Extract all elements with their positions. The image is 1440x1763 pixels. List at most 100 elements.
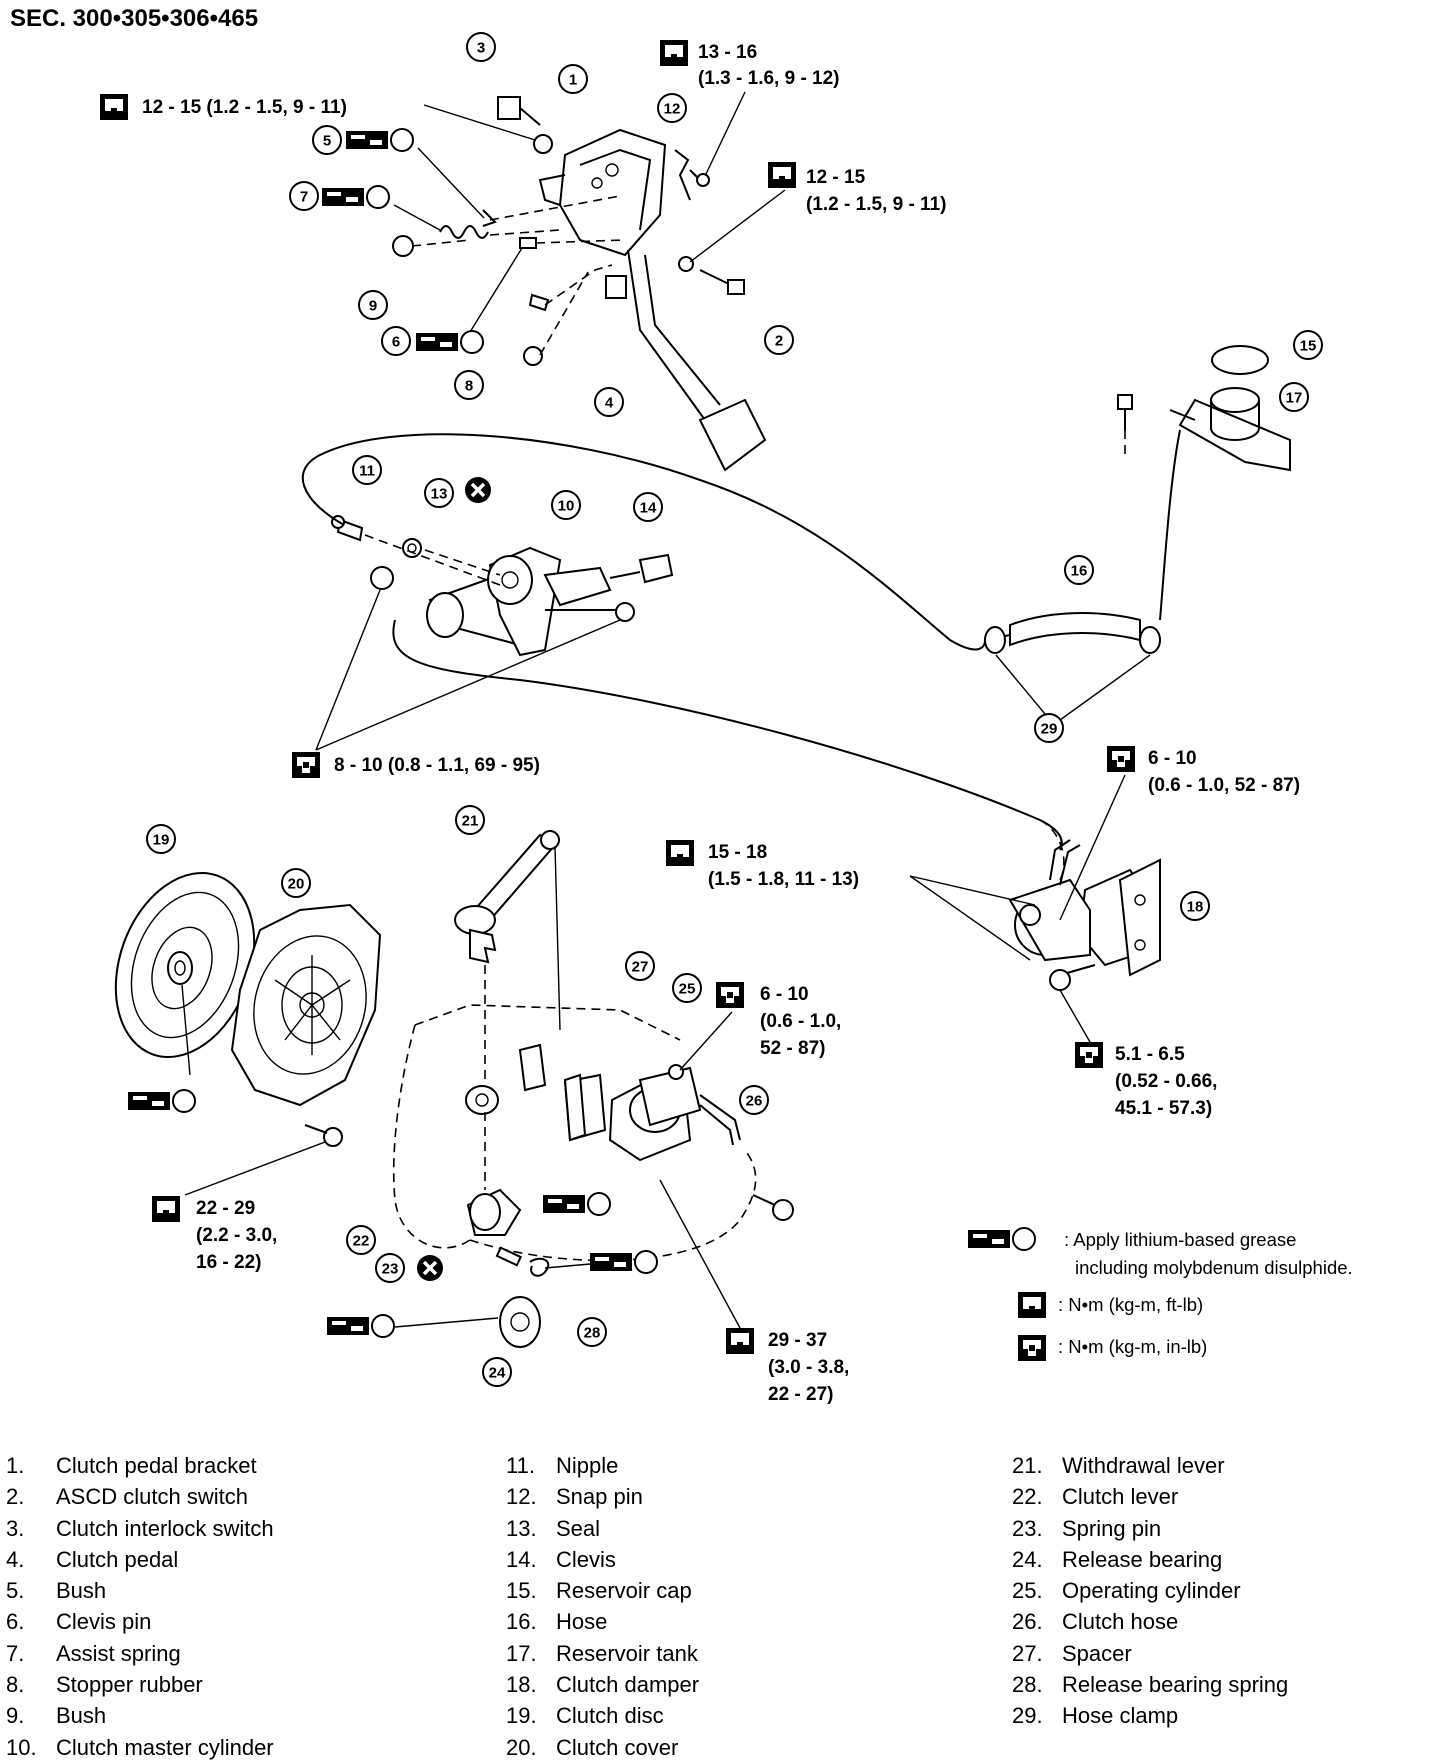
svg-text:24: 24 xyxy=(489,1365,506,1382)
part-number: 15. xyxy=(506,1578,537,1604)
callout-29: 29 xyxy=(1034,713,1064,743)
svg-text:13: 13 xyxy=(431,486,448,503)
svg-text:8 - 10 (0.8 - 1.1, 69 - 95): 8 - 10 (0.8 - 1.1, 69 - 95) xyxy=(334,755,540,776)
svg-text:18: 18 xyxy=(1187,899,1204,916)
part-number: 8. xyxy=(6,1672,25,1698)
svg-text:12 - 15: 12 - 15 xyxy=(806,167,866,188)
grease-marker-24 xyxy=(326,1314,395,1338)
callout-22: 22 xyxy=(346,1225,376,1255)
torque-spec-3: 12 - 15 (1.2 - 1.5, 9 - 11) xyxy=(689,162,946,263)
part-name: Bush xyxy=(56,1703,107,1729)
part-name: Operating cylinder xyxy=(1062,1578,1241,1604)
part-name: Snap pin xyxy=(556,1484,643,1510)
svg-text:9: 9 xyxy=(369,298,377,315)
part-name: Clutch master cylinder xyxy=(56,1734,274,1760)
svg-text:(1.3 - 1.6, 9 - 12): (1.3 - 1.6, 9 - 12) xyxy=(698,68,840,89)
part-name: Spring pin xyxy=(1062,1515,1162,1541)
svg-text:10: 10 xyxy=(558,498,575,515)
legend-grease-text-1: : Apply lithium-based grease xyxy=(1064,1229,1296,1250)
part-name: Stopper rubber xyxy=(56,1672,203,1698)
svg-text:(2.2 - 3.0,: (2.2 - 3.0, xyxy=(196,1225,277,1246)
svg-text:28: 28 xyxy=(584,1325,601,1342)
grease-legend-icon xyxy=(967,1227,1036,1251)
pedal-assembly xyxy=(392,96,767,472)
parts-list-item: 9.Bush xyxy=(0,1700,274,1731)
part-number: 11. xyxy=(506,1453,535,1478)
part-name: Spacer xyxy=(1062,1640,1132,1666)
parts-list-item: 20.Clutch cover xyxy=(506,1732,699,1763)
parts-list-item: 28.Release bearing spring xyxy=(1012,1669,1288,1700)
svg-text:(1.2 - 1.5, 9 - 11): (1.2 - 1.5, 9 - 11) xyxy=(806,194,946,215)
callout-12: 12 xyxy=(657,93,687,123)
grease-marker-7 xyxy=(321,185,390,209)
svg-text:(3.0 - 3.8,: (3.0 - 3.8, xyxy=(768,1357,849,1378)
part-name: Bush xyxy=(56,1578,107,1604)
torque-inlb-icon xyxy=(1018,1335,1046,1361)
part-number: 25. xyxy=(1012,1578,1043,1604)
callout-14: 14 xyxy=(633,492,663,522)
clutch-damper xyxy=(1008,839,1161,991)
part-name: Release bearing xyxy=(1062,1546,1223,1572)
svg-text:6 - 10: 6 - 10 xyxy=(760,984,809,1005)
svg-text:5: 5 xyxy=(323,133,331,150)
callout-17: 17 xyxy=(1279,382,1309,412)
part-name: Clutch cover xyxy=(556,1734,679,1760)
part-number: 14. xyxy=(506,1546,537,1572)
svg-text:7: 7 xyxy=(300,189,308,206)
clutch-disc xyxy=(114,872,256,1058)
callout-15: 15 xyxy=(1293,330,1323,360)
clutch-exploded-diagram: SEC. 300•305•306•465 xyxy=(10,5,1353,1405)
part-number: 19. xyxy=(506,1703,537,1729)
part-number: 7. xyxy=(6,1640,25,1666)
callout-4: 4 xyxy=(594,387,624,417)
svg-text:14: 14 xyxy=(640,500,657,517)
parts-list-item: 16.Hose xyxy=(506,1606,699,1637)
svg-text:45.1 - 57.3): 45.1 - 57.3) xyxy=(1115,1098,1212,1119)
part-number: 4. xyxy=(6,1546,25,1572)
part-number: 23. xyxy=(1012,1515,1043,1541)
svg-text:29: 29 xyxy=(1041,721,1058,738)
legend-kgm-text: : N•m (kg-m, ft-lb) xyxy=(1058,1294,1203,1315)
callout-18: 18 xyxy=(1180,891,1210,921)
part-name: Nipple xyxy=(556,1453,619,1478)
part-number: 6. xyxy=(6,1609,25,1635)
part-name: ASCD clutch switch xyxy=(56,1484,248,1510)
parts-list-item: 24.Release bearing xyxy=(1012,1544,1288,1575)
parts-list-item: 3.Clutch interlock switch xyxy=(0,1513,274,1544)
svg-text:5.1 - 6.5: 5.1 - 6.5 xyxy=(1115,1044,1185,1065)
torque-spec-10: 29 - 37 (3.0 - 3.8, 22 - 27) xyxy=(659,1179,849,1405)
part-number: 28. xyxy=(1012,1672,1043,1698)
operating-cylinder xyxy=(563,1064,794,1221)
torque-kgm-icon xyxy=(1018,1292,1046,1318)
callout-16: 16 xyxy=(1064,555,1094,585)
callout-11: 11 xyxy=(352,455,382,485)
legend-inlb-text: : N•m (kg-m, in-lb) xyxy=(1058,1336,1207,1357)
master-cylinder-assembly xyxy=(331,515,674,657)
legend: : Apply lithium-based grease including m… xyxy=(967,1227,1353,1361)
part-name: Reservoir cap xyxy=(556,1578,692,1604)
part-number: 10. xyxy=(6,1734,37,1760)
callout-13: 13 xyxy=(424,478,454,508)
parts-list-item: 27.Spacer xyxy=(1012,1638,1288,1669)
parts-list-item: 1.Clutch pedal bracket xyxy=(0,1450,274,1481)
parts-list-item: 4.Clutch pedal xyxy=(0,1544,274,1575)
svg-text:17: 17 xyxy=(1286,390,1303,407)
parts-list-item: 2.ASCD clutch switch xyxy=(0,1481,274,1512)
callout-19: 19 xyxy=(146,824,176,854)
svg-text:16: 16 xyxy=(1071,563,1088,580)
parts-list-item: 19.Clutch disc xyxy=(506,1700,699,1731)
svg-text:29 - 37: 29 - 37 xyxy=(768,1330,827,1351)
part-number: 21. xyxy=(1012,1453,1043,1478)
svg-text:1: 1 xyxy=(569,72,577,89)
hose-lower-run xyxy=(392,619,1063,851)
part-name: Clutch pedal bracket xyxy=(56,1453,257,1478)
parts-list-item: 13.Seal xyxy=(506,1513,699,1544)
callout-28: 28 xyxy=(577,1317,607,1347)
torque-spec-9: 22 - 29 (2.2 - 3.0, 16 - 22) xyxy=(152,1141,326,1273)
callout-23: 23 xyxy=(375,1253,405,1283)
svg-text:26: 26 xyxy=(746,1093,763,1110)
part-name: Hose xyxy=(556,1609,608,1635)
clutch-cover xyxy=(230,903,382,1107)
